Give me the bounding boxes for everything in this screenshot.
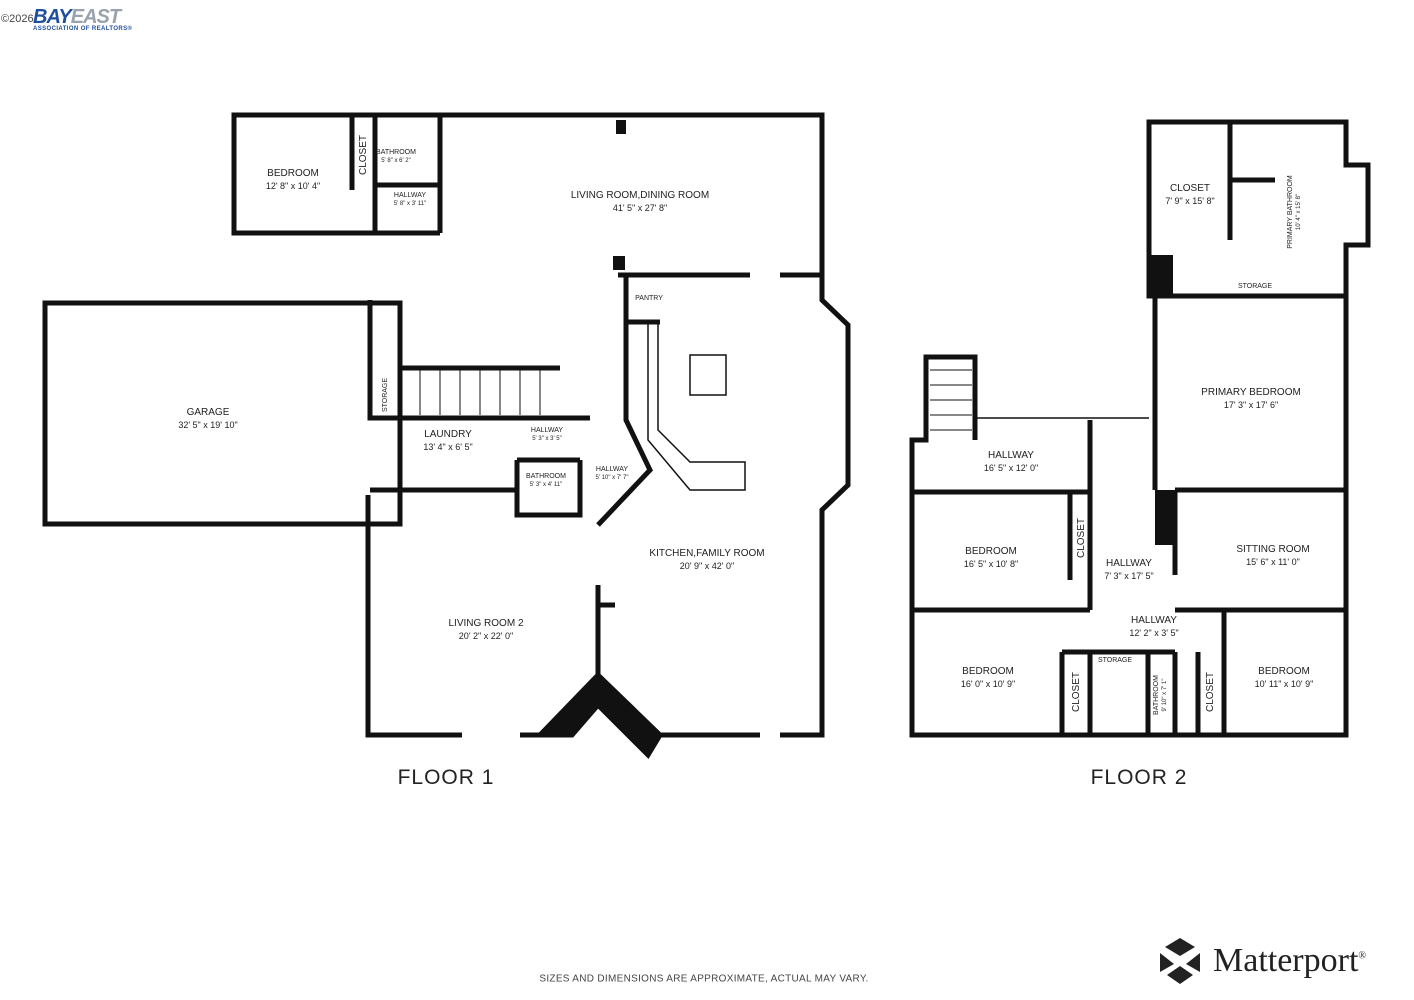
disclaimer-text: SIZES AND DIMENSIONS ARE APPROXIMATE, AC… xyxy=(539,973,869,985)
floor2-walls xyxy=(909,119,1371,738)
floor2-title: FLOOR 2 xyxy=(1090,766,1188,789)
matterport-mark-icon xyxy=(1160,938,1200,984)
matterport-logo: Matterport® xyxy=(1155,936,1366,986)
room-label: CLOSET xyxy=(1076,517,1087,559)
room-label: STORAGE xyxy=(1237,283,1273,290)
copyright-text: ©2026 xyxy=(1,13,34,25)
room-label: CLOSET xyxy=(1071,671,1082,713)
bayeast-logo: BAYEAST ASSOCIATION OF REALTORS® xyxy=(33,6,133,32)
room-label: STORAGE xyxy=(382,377,389,413)
room-label: CLOSET xyxy=(1205,671,1216,713)
room-label: PANTRY xyxy=(635,295,663,302)
floor1-title: FLOOR 1 xyxy=(397,766,495,789)
room-label: CLOSET xyxy=(358,134,369,176)
room-label: STORAGE xyxy=(1097,657,1133,664)
floor1-walls xyxy=(42,112,851,760)
